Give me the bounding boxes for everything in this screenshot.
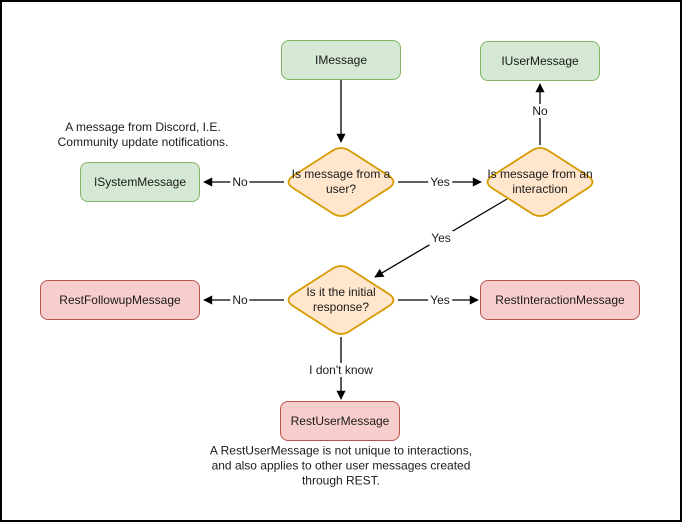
- edge-label-user-yes: Yes: [428, 175, 452, 189]
- edge-label-initial-yes: Yes: [428, 293, 452, 307]
- annotation-system-message-note: A message from Discord, I.E. Community u…: [57, 120, 229, 149]
- node-restinteractionmessage-label: RestInteractionMessage: [495, 293, 625, 307]
- node-restusermessage-label: RestUserMessage: [290, 414, 390, 428]
- node-restfollowupmessage-label: RestFollowupMessage: [59, 293, 181, 307]
- edge-label-interaction-no: No: [530, 104, 550, 118]
- annotation-rest-user-message-note: A RestUserMessage is not unique to inter…: [209, 443, 473, 488]
- node-restusermessage: RestUserMessage: [280, 401, 400, 441]
- decision-is-initial-response: [287, 265, 395, 335]
- decision-is-message-from-user: [287, 147, 395, 217]
- edge-label-user-no: No: [230, 175, 250, 189]
- node-isystemmessage-label: ISystemMessage: [93, 175, 187, 189]
- node-restinteractionmessage: RestInteractionMessage: [480, 280, 640, 320]
- node-restfollowupmessage: RestFollowupMessage: [40, 280, 200, 320]
- edge-label-initial-no: No: [230, 293, 250, 307]
- node-imessage-label: IMessage: [314, 53, 368, 67]
- edge-label-interaction-yes: Yes: [429, 231, 453, 245]
- decision-label-is-message-from-interaction: Is message from an interaction: [487, 167, 593, 196]
- node-iusermessage: IUserMessage: [480, 41, 600, 81]
- decision-is-message-from-interaction: [486, 147, 594, 217]
- edge-label-initial-unknown: I don't know: [307, 363, 375, 377]
- node-isystemmessage: ISystemMessage: [80, 162, 200, 202]
- decision-label-is-initial-response: Is it the initial response?: [306, 285, 376, 314]
- decision-label-is-message-from-user: Is message from a user?: [291, 167, 391, 196]
- node-imessage: IMessage: [281, 40, 401, 80]
- node-iusermessage-label: IUserMessage: [501, 54, 579, 68]
